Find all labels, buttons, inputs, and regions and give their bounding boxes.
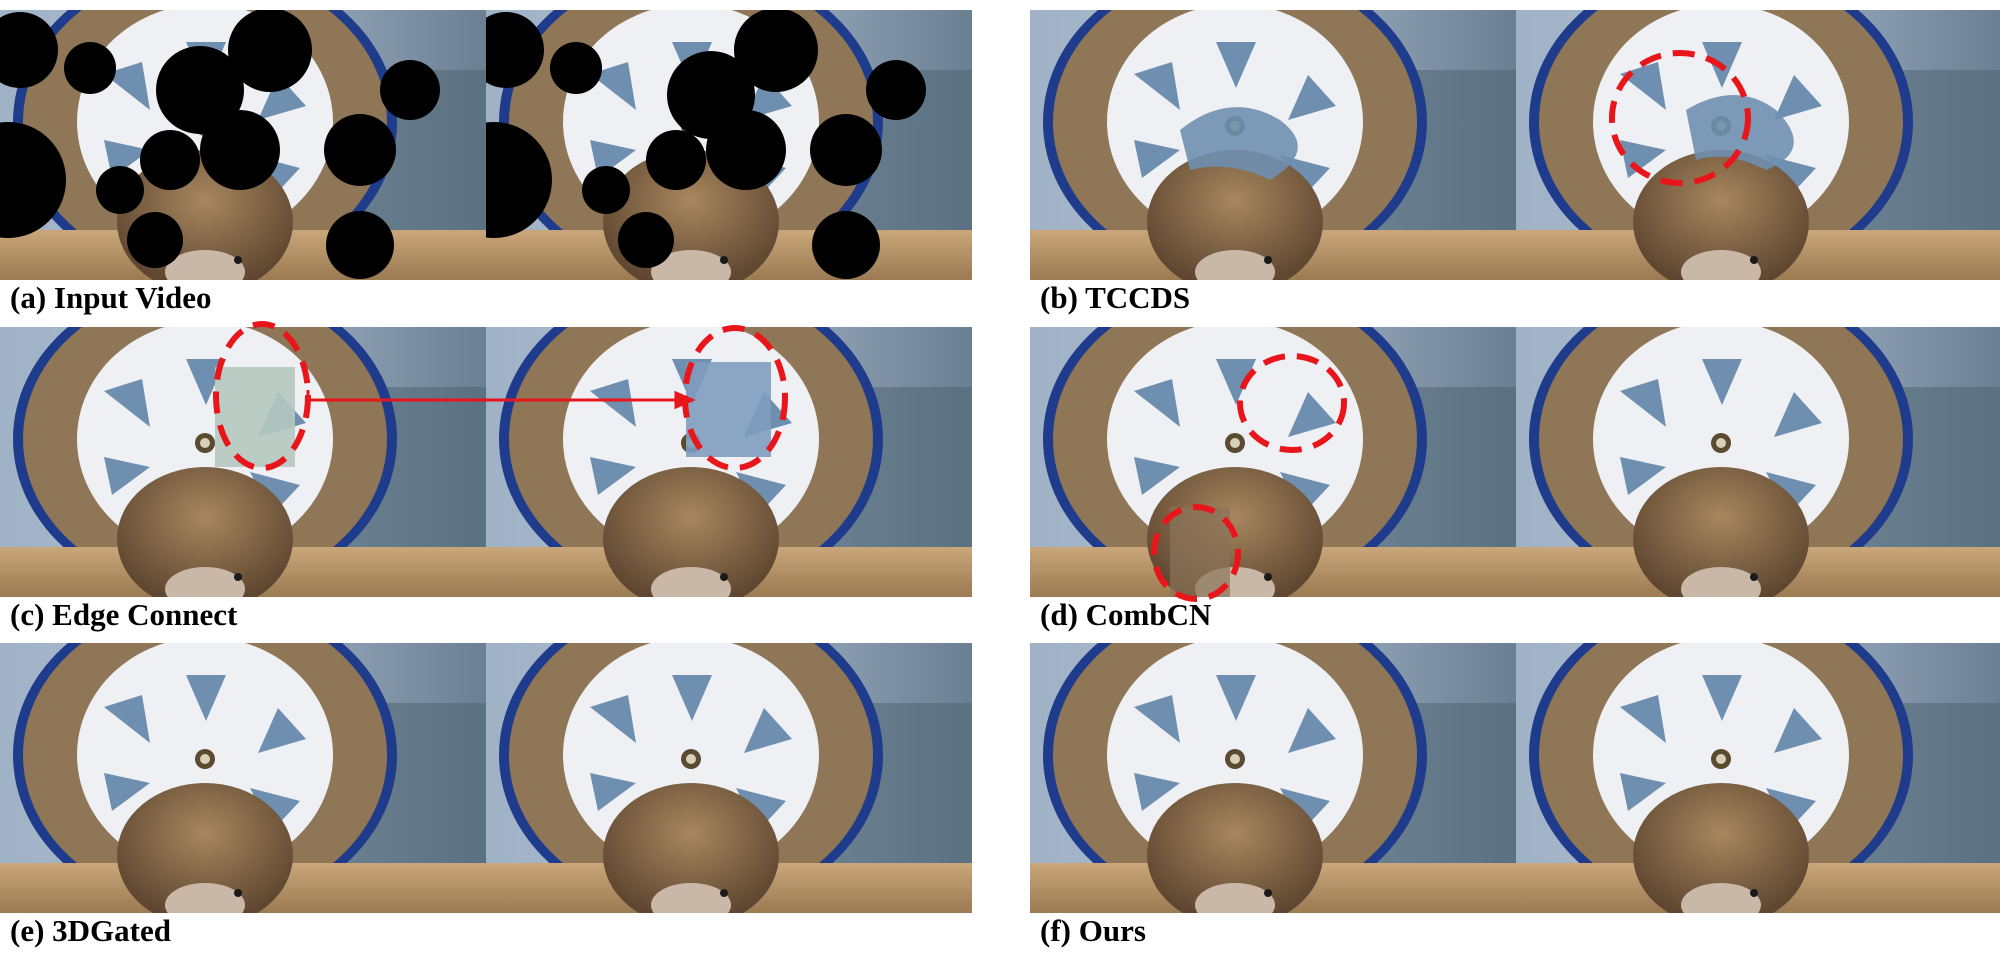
ours-frame-2 bbox=[1516, 643, 2000, 913]
edge-connect-frame-2 bbox=[486, 327, 972, 597]
tccds-frame-1 bbox=[1030, 10, 1516, 280]
caption-input-video: (a) Input Video bbox=[10, 280, 212, 315]
3dgated-frame-1 bbox=[0, 643, 486, 913]
combcn-frame-1 bbox=[1030, 327, 1516, 597]
3dgated-frame-2 bbox=[486, 643, 972, 913]
caption-edge-connect: (c) Edge Connect bbox=[10, 597, 238, 632]
caption-combcn: (d) CombCN bbox=[1040, 597, 1212, 632]
caption-3dgated: (e) 3DGated bbox=[10, 913, 171, 948]
tccds-frame-2 bbox=[1516, 10, 2000, 280]
edge-connect-frame-1 bbox=[0, 327, 486, 597]
combcn-frame-2 bbox=[1516, 327, 2000, 597]
caption-ours: (f) Ours bbox=[1040, 913, 1146, 948]
input-frame-2 bbox=[486, 10, 972, 280]
input-frame-1 bbox=[0, 10, 486, 280]
caption-tccds: (b) TCCDS bbox=[1040, 280, 1191, 315]
ours-frame-1 bbox=[1030, 643, 1516, 913]
